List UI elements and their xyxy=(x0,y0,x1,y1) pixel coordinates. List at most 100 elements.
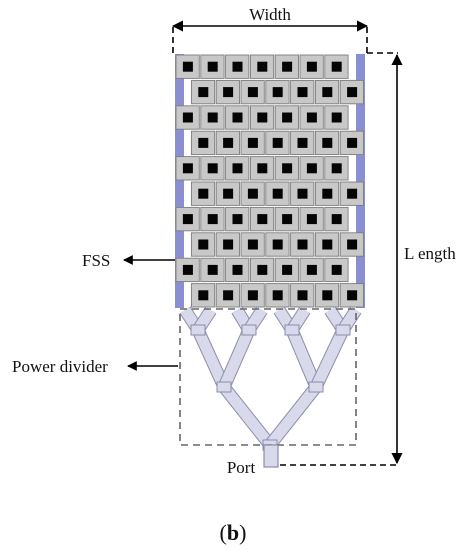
fss-cell-hole xyxy=(198,188,209,199)
fss-cell-hole xyxy=(331,264,342,275)
fss-cell-hole xyxy=(297,87,308,98)
fss-callout: FSS xyxy=(82,251,175,270)
feed-line-l2 xyxy=(192,327,230,390)
power-divider-outline xyxy=(179,308,357,446)
fss-cell-hole xyxy=(331,61,342,72)
fss-cell-hole xyxy=(306,163,317,174)
feed-line-l2 xyxy=(286,327,322,390)
feed-junction xyxy=(335,324,351,336)
feed-junction xyxy=(190,324,206,336)
fss-cell-hole xyxy=(198,239,209,250)
fss-cell-hole xyxy=(347,290,358,301)
fss-cell-hole xyxy=(322,137,333,148)
fss-cell-hole xyxy=(223,87,234,98)
fss-cell-hole xyxy=(282,61,293,72)
fss-cell-hole xyxy=(198,290,209,301)
fss-cell-hole xyxy=(232,163,243,174)
fss-cell-hole xyxy=(247,290,258,301)
fss-cell-hole xyxy=(207,163,218,174)
feed-line-l1 xyxy=(219,383,275,449)
fss-cell-hole xyxy=(322,290,333,301)
fss-cell-hole xyxy=(182,112,193,123)
fss-cell-hole xyxy=(247,137,258,148)
fss-cell-hole xyxy=(198,87,209,98)
feed-junction xyxy=(284,324,300,336)
fss-cell-hole xyxy=(257,163,268,174)
fss-cell-hole xyxy=(232,214,243,225)
fss-cell-hole xyxy=(182,264,193,275)
fss-cell-hole xyxy=(182,163,193,174)
feed-junction xyxy=(308,381,324,393)
fss-cell-hole xyxy=(232,264,243,275)
fss-cell-hole xyxy=(272,87,283,98)
fss-cell-hole xyxy=(207,61,218,72)
fss-cell-hole xyxy=(272,188,283,199)
power-divider-label: Power divider xyxy=(12,357,108,376)
feed-line-l1 xyxy=(265,383,321,449)
fss-cell-hole xyxy=(207,264,218,275)
port-feed xyxy=(263,444,279,468)
fss-cell-hole xyxy=(347,188,358,199)
fss-cell-hole xyxy=(232,61,243,72)
length-label: L ength xyxy=(404,244,456,263)
fss-cell-hole xyxy=(306,264,317,275)
feed-line-l2 xyxy=(218,327,255,390)
fss-cell-hole xyxy=(322,87,333,98)
port-label: Port xyxy=(227,458,256,477)
fss-cell-hole xyxy=(257,112,268,123)
fss-cell-hole xyxy=(272,239,283,250)
fss-label: FSS xyxy=(82,251,110,270)
feed-junction xyxy=(241,324,257,336)
fss-cell-hole xyxy=(272,137,283,148)
fss-cell-hole xyxy=(198,137,209,148)
fss-cell-hole xyxy=(322,239,333,250)
fss-cell-hole xyxy=(282,264,293,275)
fss-cell-hole xyxy=(182,214,193,225)
fss-cell-hole xyxy=(257,61,268,72)
fss-cell-hole xyxy=(272,290,283,301)
fss-cell-hole xyxy=(223,239,234,250)
figure-caption: (b) xyxy=(220,520,247,545)
fss-edge-strip-right xyxy=(356,54,365,308)
fss-cell-hole xyxy=(282,112,293,123)
fss-cell-hole xyxy=(347,87,358,98)
power-divider-network xyxy=(179,306,362,451)
fss-cell-hole xyxy=(282,214,293,225)
fss-cell-hole xyxy=(306,214,317,225)
fss-cell-hole xyxy=(223,290,234,301)
fss-edge-strip-left xyxy=(175,54,184,308)
fss-array xyxy=(175,54,365,308)
width-label: Width xyxy=(249,5,291,24)
fss-cell-hole xyxy=(232,112,243,123)
width-dimension: Width xyxy=(171,5,369,53)
fss-cell-hole xyxy=(223,137,234,148)
port: Port xyxy=(227,444,279,477)
fss-cell-hole xyxy=(297,188,308,199)
fss-cell-hole xyxy=(347,137,358,148)
fss-cell-hole xyxy=(297,239,308,250)
fss-cell-hole xyxy=(247,188,258,199)
fss-cell-hole xyxy=(297,290,308,301)
fss-cell-hole xyxy=(297,137,308,148)
length-dimension: L ength xyxy=(280,52,456,466)
fss-cell-hole xyxy=(247,239,258,250)
fss-cell-hole xyxy=(347,239,358,250)
fss-cell-hole xyxy=(331,214,342,225)
fss-cell-hole xyxy=(257,214,268,225)
fss-cell-hole xyxy=(207,214,218,225)
fss-cell-hole xyxy=(322,188,333,199)
fss-cell-hole xyxy=(182,61,193,72)
power-divider-callout: Power divider xyxy=(12,357,178,376)
feed-junction xyxy=(216,381,232,393)
fss-cell-hole xyxy=(223,188,234,199)
fss-cell-hole xyxy=(247,87,258,98)
fss-cell-hole xyxy=(306,112,317,123)
fss-cell-hole xyxy=(207,112,218,123)
feed-line-l2 xyxy=(311,327,348,390)
fss-cell-hole xyxy=(257,264,268,275)
fss-cell-hole xyxy=(331,163,342,174)
fss-cell-hole xyxy=(282,163,293,174)
fss-cell-hole xyxy=(306,61,317,72)
fss-cell-hole xyxy=(331,112,342,123)
